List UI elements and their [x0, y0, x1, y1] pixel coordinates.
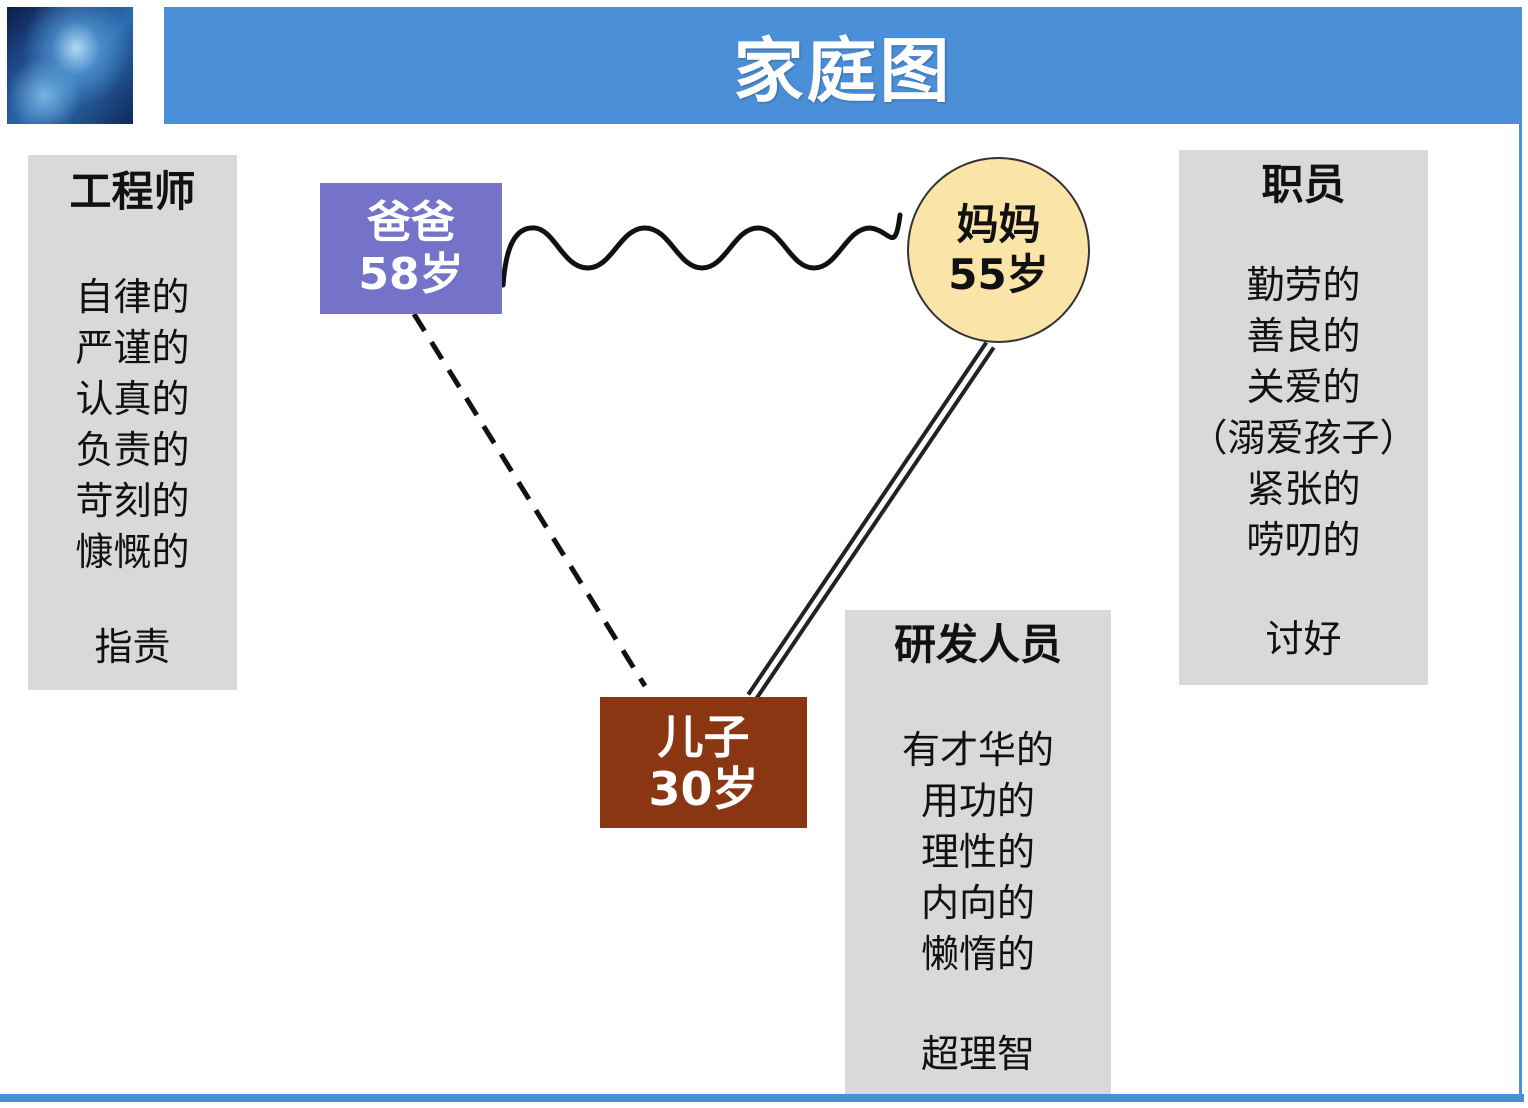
father-trait: 严谨的 [75, 326, 190, 370]
son-trait: 懒惰的 [920, 932, 1035, 976]
father-trait: 负责的 [75, 428, 190, 472]
mother-trait-list: 勤劳的 善良的 关爱的 （溺爱孩子） 紧张的 唠叨的 [1189, 260, 1417, 566]
mother-age: 55岁 [948, 250, 1049, 299]
mother-trait: 紧张的 [1246, 467, 1361, 511]
father-traits-box: 工程师 自律的 严谨的 认真的 负责的 苛刻的 慷慨的 指责 [28, 155, 237, 690]
mother-coping-stance: 讨好 [1265, 617, 1342, 661]
logo-image [7, 7, 133, 124]
father-age: 58岁 [358, 248, 464, 300]
frame-border-bottom [0, 1094, 1524, 1102]
close-double-line-inner [749, 343, 993, 699]
son-age: 30岁 [648, 761, 759, 816]
son-node: 儿子 30岁 [600, 697, 807, 828]
father-coping-stance: 指责 [94, 625, 171, 669]
father-trait: 苛刻的 [75, 479, 190, 523]
mother-trait: 唠叨的 [1246, 518, 1361, 562]
son-trait: 理性的 [920, 830, 1035, 874]
mother-trait: （溺爱孩子） [1189, 416, 1418, 460]
son-occupation: 研发人员 [893, 620, 1062, 669]
father-occupation: 工程师 [69, 167, 196, 216]
title-bar: 家庭图 [164, 7, 1522, 124]
page-title: 家庭图 [733, 30, 953, 112]
father-trait: 自律的 [75, 275, 190, 319]
son-coping-stance: 超理智 [920, 1032, 1035, 1076]
father-trait-list: 自律的 严谨的 认真的 负责的 苛刻的 慷慨的 [75, 272, 189, 578]
father-node: 爸爸 58岁 [320, 183, 502, 314]
conflict-wavy-line [500, 212, 903, 288]
son-name: 儿子 [657, 709, 750, 764]
mother-trait: 关爱的 [1246, 365, 1361, 409]
mother-occupation: 职员 [1261, 160, 1346, 209]
distant-dashed-line [411, 312, 648, 688]
son-traits-box: 研发人员 有才华的 用功的 理性的 内向的 懒惰的 超理智 [845, 610, 1111, 1094]
father-trait: 认真的 [75, 377, 190, 421]
son-trait: 用功的 [920, 779, 1035, 823]
mother-trait: 勤劳的 [1246, 263, 1361, 307]
mother-name: 妈妈 [956, 200, 1041, 249]
frame-border-right [1519, 124, 1522, 1100]
mother-trait: 善良的 [1246, 314, 1361, 358]
son-trait-list: 有才华的 用功的 理性的 内向的 懒惰的 [902, 725, 1054, 980]
father-name: 爸爸 [367, 196, 455, 248]
father-trait: 慷慨的 [75, 530, 190, 574]
son-trait: 有才华的 [901, 728, 1054, 772]
son-trait: 内向的 [920, 881, 1035, 925]
mother-node: 妈妈 55岁 [907, 157, 1090, 343]
mother-traits-box: 职员 勤劳的 善良的 关爱的 （溺爱孩子） 紧张的 唠叨的 讨好 [1179, 150, 1428, 685]
